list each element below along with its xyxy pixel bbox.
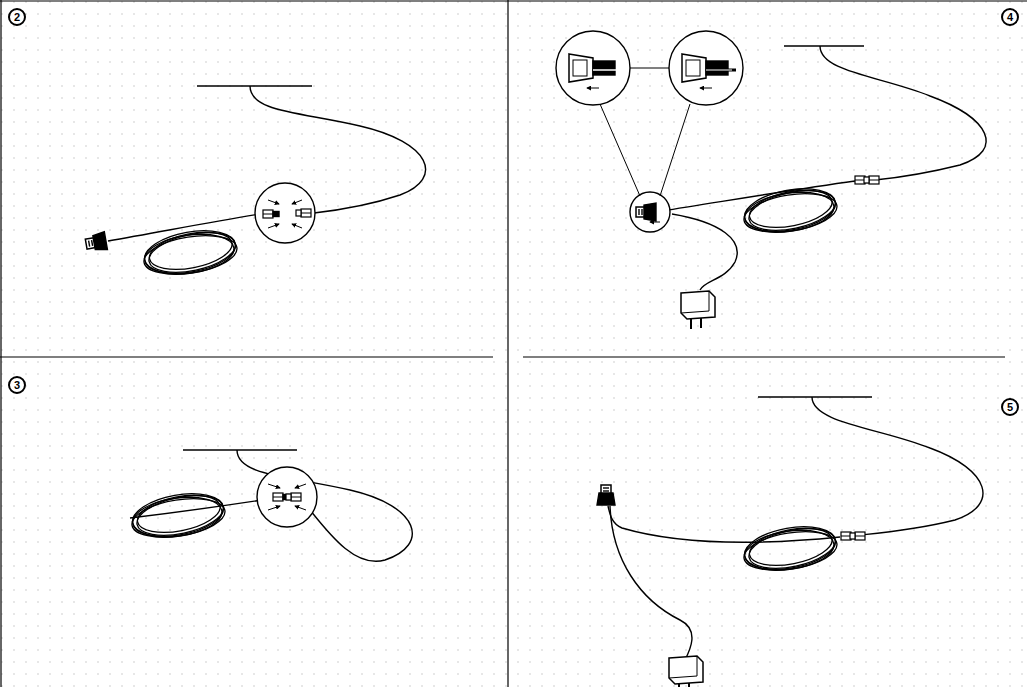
drawing-stroke (268, 200, 279, 204)
drawing-stroke (569, 54, 619, 88)
drawing-stroke (587, 88, 599, 89)
drawing-stroke (0, 0, 1027, 1)
drawing-stroke (706, 70, 732, 71)
drawing-stroke (741, 182, 839, 238)
drawing-stroke (286, 493, 301, 501)
drawing-stroke (682, 54, 706, 82)
panel-4-cable (556, 31, 986, 329)
drawing-stroke (669, 656, 703, 687)
drawing-stroke (672, 214, 737, 290)
drawing-stroke (268, 506, 280, 510)
drawing-stroke (669, 31, 743, 105)
panel-3-cable (129, 450, 412, 561)
drawing-stroke (108, 214, 260, 241)
drawing-stroke (660, 104, 690, 196)
drawing-stroke (820, 46, 986, 180)
drawing-stroke (523, 356, 1005, 357)
drawing-stroke (741, 520, 839, 576)
callout-number: 3 (14, 380, 20, 391)
callout-circle: 3 (8, 376, 26, 394)
drawing-stroke (706, 69, 736, 72)
drawing-stroke (784, 45, 864, 46)
drawing-stroke (507, 0, 508, 687)
callout-number: 2 (14, 12, 20, 23)
drawing-stroke (682, 54, 736, 88)
drawing-stroke (608, 506, 840, 542)
drawing-stroke (292, 224, 302, 228)
drawing-stroke (183, 449, 297, 450)
callout-circle: 5 (1001, 398, 1019, 416)
drawing-stroke (636, 203, 656, 221)
drawing-stroke (295, 506, 306, 510)
drawing-stroke (268, 224, 279, 228)
drawing-stroke (0, 0, 1, 687)
drawing-stroke (263, 210, 279, 218)
drawing-stroke (650, 222, 660, 223)
drawing-stroke (597, 485, 615, 505)
drawing-stroke (0, 356, 493, 357)
drawing-stroke (758, 396, 872, 397)
panel-2-cable (85, 86, 426, 280)
drawing-stroke (864, 176, 879, 184)
callout-circle: 2 (8, 8, 26, 26)
drawing-stroke (296, 209, 311, 217)
callout-circle: 4 (1001, 8, 1019, 26)
drawing-stroke (700, 88, 712, 89)
drawing-stroke (850, 532, 865, 540)
drawing-stroke (686, 60, 700, 76)
drawing-stroke (85, 232, 108, 253)
drawing-stroke (569, 54, 593, 82)
drawing-stroke (593, 61, 615, 75)
drawing-stroke (706, 61, 728, 75)
drawing-stroke (556, 31, 630, 105)
panel-5-cable (597, 397, 983, 687)
drawing-stroke (141, 224, 239, 280)
drawing-stroke (593, 69, 619, 71)
drawing-stroke (237, 450, 412, 561)
drawing-stroke (197, 85, 312, 86)
drawing-stroke (681, 291, 715, 329)
drawing-stroke (812, 397, 983, 535)
drawing-stroke (600, 104, 640, 196)
drawing-stroke (573, 60, 587, 76)
drawing-stroke (610, 506, 692, 660)
drawing-stroke (130, 498, 275, 518)
drawing-stroke (630, 68, 669, 69)
drawing-stroke (268, 484, 280, 488)
drawing-stroke (255, 183, 315, 243)
drawing-stroke (295, 484, 306, 488)
callout-number: 4 (1007, 12, 1013, 23)
drawing-stroke (129, 487, 227, 543)
drawing-stroke (257, 467, 317, 527)
drawing-stroke (630, 192, 670, 232)
drawing-stroke (292, 200, 302, 204)
callout-number: 5 (1007, 402, 1013, 413)
